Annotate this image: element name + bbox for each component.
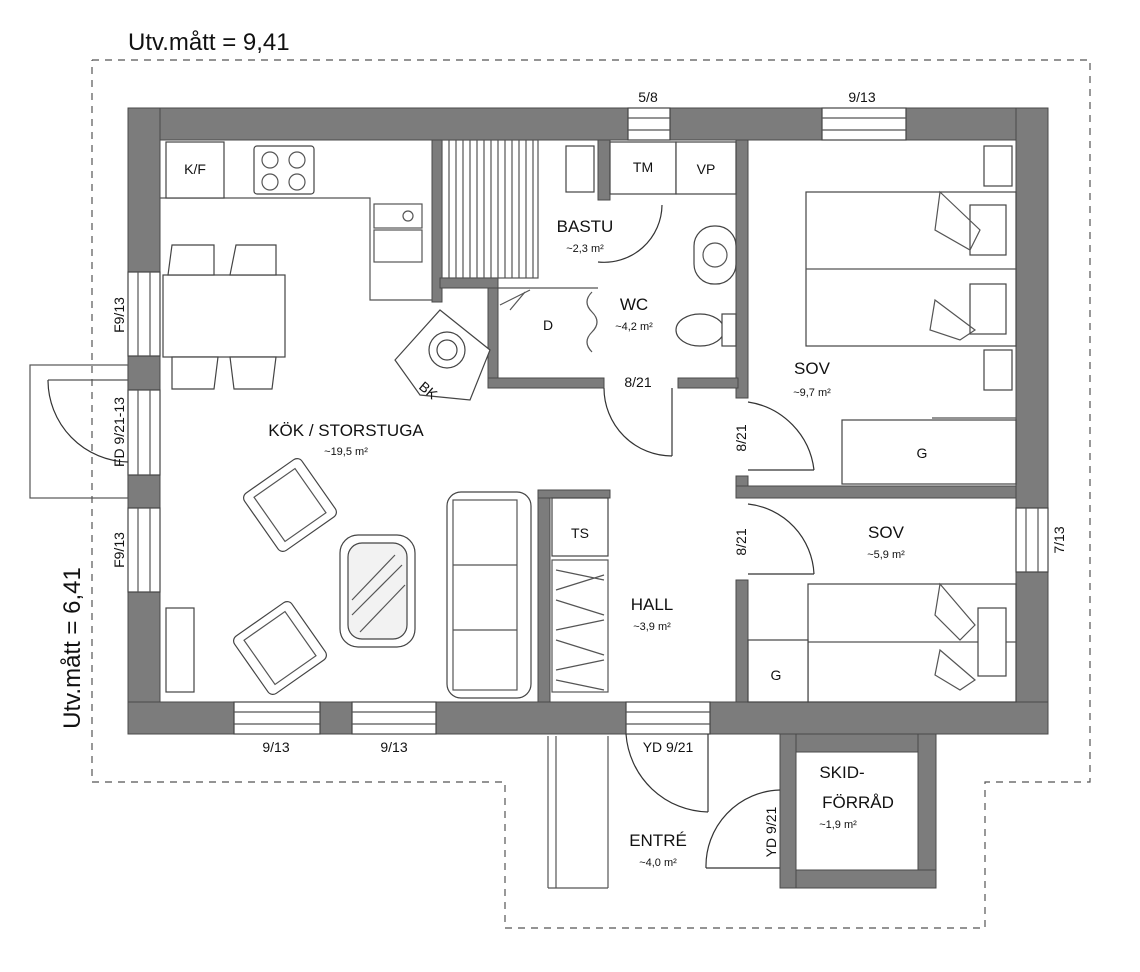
width-dimension-label: Utv.mått = 9,41: [128, 29, 290, 56]
room-bedroom2-area: ~5,9 m²: [867, 549, 905, 561]
bed2-door-label: 8/21: [733, 528, 749, 555]
patio-door-swing: [29, 364, 129, 499]
room-entry-name: ENTRÉ: [629, 831, 687, 850]
top-window-1-label: 5/8: [638, 89, 658, 105]
double-bed-1: [747, 145, 1017, 485]
entry-area: [547, 733, 781, 889]
entry-door-label: YD 9/21: [643, 739, 694, 755]
left-window-2-label: F9/13: [111, 532, 127, 568]
windows: [127, 107, 1049, 735]
walls: [127, 107, 1049, 889]
bottom-window-2-label: 9/13: [380, 739, 407, 755]
left-door-label: FD 9/21-13: [111, 397, 127, 467]
sauna-bench: [441, 139, 663, 279]
closet2-label: G: [771, 667, 782, 683]
dimension-outline: [91, 59, 1091, 929]
top-window-2-label: 9/13: [848, 89, 875, 105]
dryer-label: TM: [633, 159, 653, 175]
fridge-label: K/F: [184, 161, 206, 177]
bed1-door-label: 8/21: [733, 424, 749, 451]
room-kitchen-name: KÖK / STORSTUGA: [268, 421, 424, 440]
sofa: [446, 491, 532, 699]
room-bedroom1-name: SOV: [794, 359, 831, 378]
hall-wardrobe: [551, 497, 609, 693]
room-sauna-name: BASTU: [557, 217, 614, 236]
room-entry-area: ~4,0 m²: [639, 857, 677, 869]
closet1-label: G: [917, 445, 928, 461]
coffee-table: [339, 534, 416, 648]
room-ski-storage-name-1: SKID-: [819, 763, 864, 782]
fireplace-icon: [394, 309, 491, 401]
wardrobe-label: TS: [571, 525, 589, 541]
armchair-bottom: [233, 601, 327, 695]
wc-door-label: 8/21: [624, 374, 651, 390]
wc-fixtures: [498, 141, 737, 457]
left-window-1-label: F9/13: [111, 297, 127, 333]
room-bedroom1-area: ~9,7 m²: [793, 387, 831, 399]
dining-table: [162, 244, 286, 390]
room-ski-storage-area: ~1,9 m²: [819, 819, 857, 831]
armchair-top: [243, 458, 337, 552]
water-heater-label: VP: [697, 161, 716, 177]
right-window-label: 7/13: [1051, 526, 1067, 553]
room-wc-name: WC: [620, 295, 648, 314]
room-wc-area: ~4,2 m²: [615, 321, 653, 333]
bed-2: [747, 503, 1017, 703]
depth-dimension-label: Utv.mått = 6,41: [59, 567, 86, 729]
shower-label: D: [543, 317, 553, 333]
room-hall-name: HALL: [631, 595, 674, 614]
ski-door-label: YD 9/21: [763, 806, 779, 857]
room-hall-area: ~3,9 m²: [633, 621, 671, 633]
sideboard: [165, 607, 195, 693]
kitchen-counter: [160, 141, 432, 301]
room-sauna-area: ~2,3 m²: [566, 243, 604, 255]
room-kitchen-area: ~19,5 m²: [324, 446, 368, 458]
room-ski-storage-name-2: FÖRRÅD: [822, 793, 894, 812]
bottom-window-1-label: 9/13: [262, 739, 289, 755]
room-bedroom2-name: SOV: [868, 523, 905, 542]
